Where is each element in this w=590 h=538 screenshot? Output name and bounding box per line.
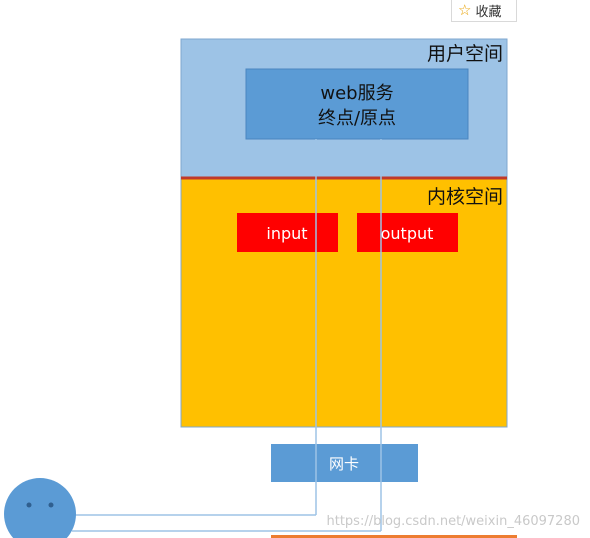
web-service-label-line2: 终点/原点 [318, 108, 396, 129]
output-box [357, 213, 458, 252]
bottom-orange-strip [271, 535, 517, 538]
output-box-label: output [381, 224, 434, 243]
network-card-label: 网卡 [329, 455, 359, 473]
input-box [237, 213, 338, 252]
input-box-label: input [266, 224, 307, 243]
web-service-label-line1: web服务 [320, 83, 393, 104]
smiley-face-icon [4, 478, 76, 538]
watermark-text: https://blog.csdn.net/weixin_46097280 [326, 514, 580, 529]
favorite-label: 收藏 [475, 5, 502, 20]
network-card-box [271, 444, 418, 482]
kernel-space-region [180, 177, 508, 428]
web-service-box [245, 68, 469, 140]
favorite-button[interactable]: ☆ 收藏 [451, 0, 517, 22]
kernel-space-label: 内核空间 [427, 186, 503, 208]
star-outline-icon: ☆ [458, 1, 472, 19]
user-space-label: 用户空间 [427, 43, 503, 65]
